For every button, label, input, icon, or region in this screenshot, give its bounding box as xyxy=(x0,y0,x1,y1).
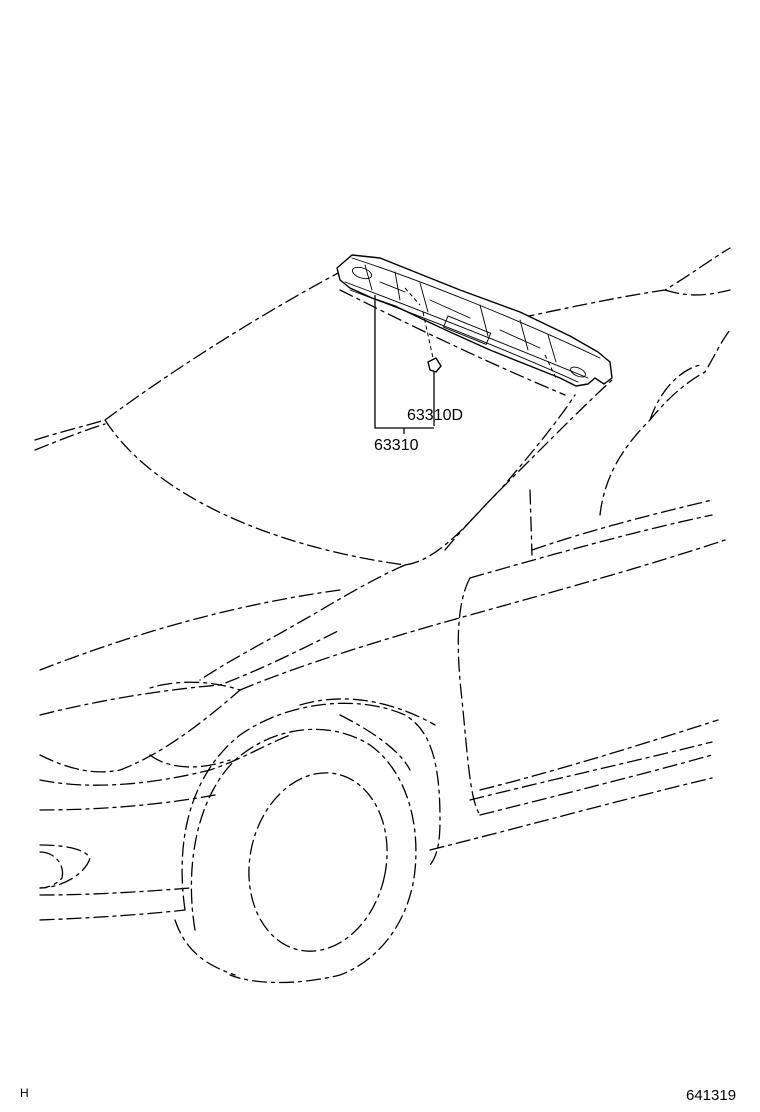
a-pillar xyxy=(404,394,576,566)
louver-hatch xyxy=(379,281,541,349)
fender-lip xyxy=(339,714,411,771)
louver-hole-left xyxy=(351,266,373,280)
roof-rail xyxy=(664,289,731,296)
door-window-line xyxy=(531,499,713,551)
diagram-number: 641319 xyxy=(686,1087,737,1104)
headlamp-inner xyxy=(149,754,231,768)
louver-body xyxy=(336,254,613,387)
tire-outer xyxy=(190,728,417,984)
louver-rib-5 xyxy=(519,319,529,351)
headlamp-lower xyxy=(39,734,291,786)
bumper-line xyxy=(39,794,216,811)
windshield-cowl-edge xyxy=(339,289,566,396)
fog-lamp xyxy=(39,844,91,889)
bumper-bottom xyxy=(39,909,186,921)
louver-rib-6 xyxy=(547,334,557,363)
clip-guide-dashed xyxy=(422,311,434,359)
hood-crease xyxy=(39,629,341,716)
wheel-arch-lip xyxy=(299,698,436,726)
wheel-rim xyxy=(248,772,388,952)
bumper-lower xyxy=(39,887,191,896)
part-number-63310: 63310 xyxy=(374,437,419,454)
a-pillar-inner xyxy=(444,379,613,551)
leader-lines xyxy=(374,295,435,434)
sill-line xyxy=(479,754,713,816)
sill-line-3 xyxy=(429,777,713,851)
headlamp-outline xyxy=(39,681,241,773)
roof-line-right xyxy=(519,247,731,319)
front-tire xyxy=(174,728,417,984)
clip-part xyxy=(404,287,557,379)
louver-front-lip xyxy=(344,281,589,379)
roof-line xyxy=(104,271,341,421)
windshield-lower-edge xyxy=(104,419,406,566)
sill-line-2 xyxy=(469,741,713,801)
wheel-arch xyxy=(181,702,441,911)
louver-hole-right xyxy=(570,366,586,378)
louver-rib-4 xyxy=(479,304,489,337)
louver-slot xyxy=(442,315,492,345)
hood-line-left xyxy=(39,589,341,671)
clip-guide-dashed-2 xyxy=(404,287,421,306)
leader-63310 xyxy=(374,295,434,429)
corner-mark: H xyxy=(20,1086,29,1100)
louver-rib-3 xyxy=(419,282,429,313)
clip-shape xyxy=(427,357,442,373)
hood-edge xyxy=(199,564,406,681)
door-window-line-2 xyxy=(469,514,713,579)
tire-bottom xyxy=(174,919,236,976)
louver-top-edge xyxy=(351,257,601,359)
mirror-outline xyxy=(599,329,731,516)
louver-rib-2 xyxy=(394,271,401,301)
left-roof-edge xyxy=(34,419,106,441)
part-number-63310d: 63310D xyxy=(407,407,464,424)
clip-guide-dashed-3 xyxy=(544,354,557,379)
door-front-edge xyxy=(457,577,481,816)
left-roof-edge-2 xyxy=(34,423,106,451)
fog-lamp-inner xyxy=(39,851,64,889)
rocker-line xyxy=(479,719,719,791)
cowl-louver-part xyxy=(336,254,613,387)
b-pillar xyxy=(529,489,533,556)
car-body-outline xyxy=(34,247,731,921)
fender-top xyxy=(239,539,726,691)
mirror-outline-2 xyxy=(649,364,701,421)
